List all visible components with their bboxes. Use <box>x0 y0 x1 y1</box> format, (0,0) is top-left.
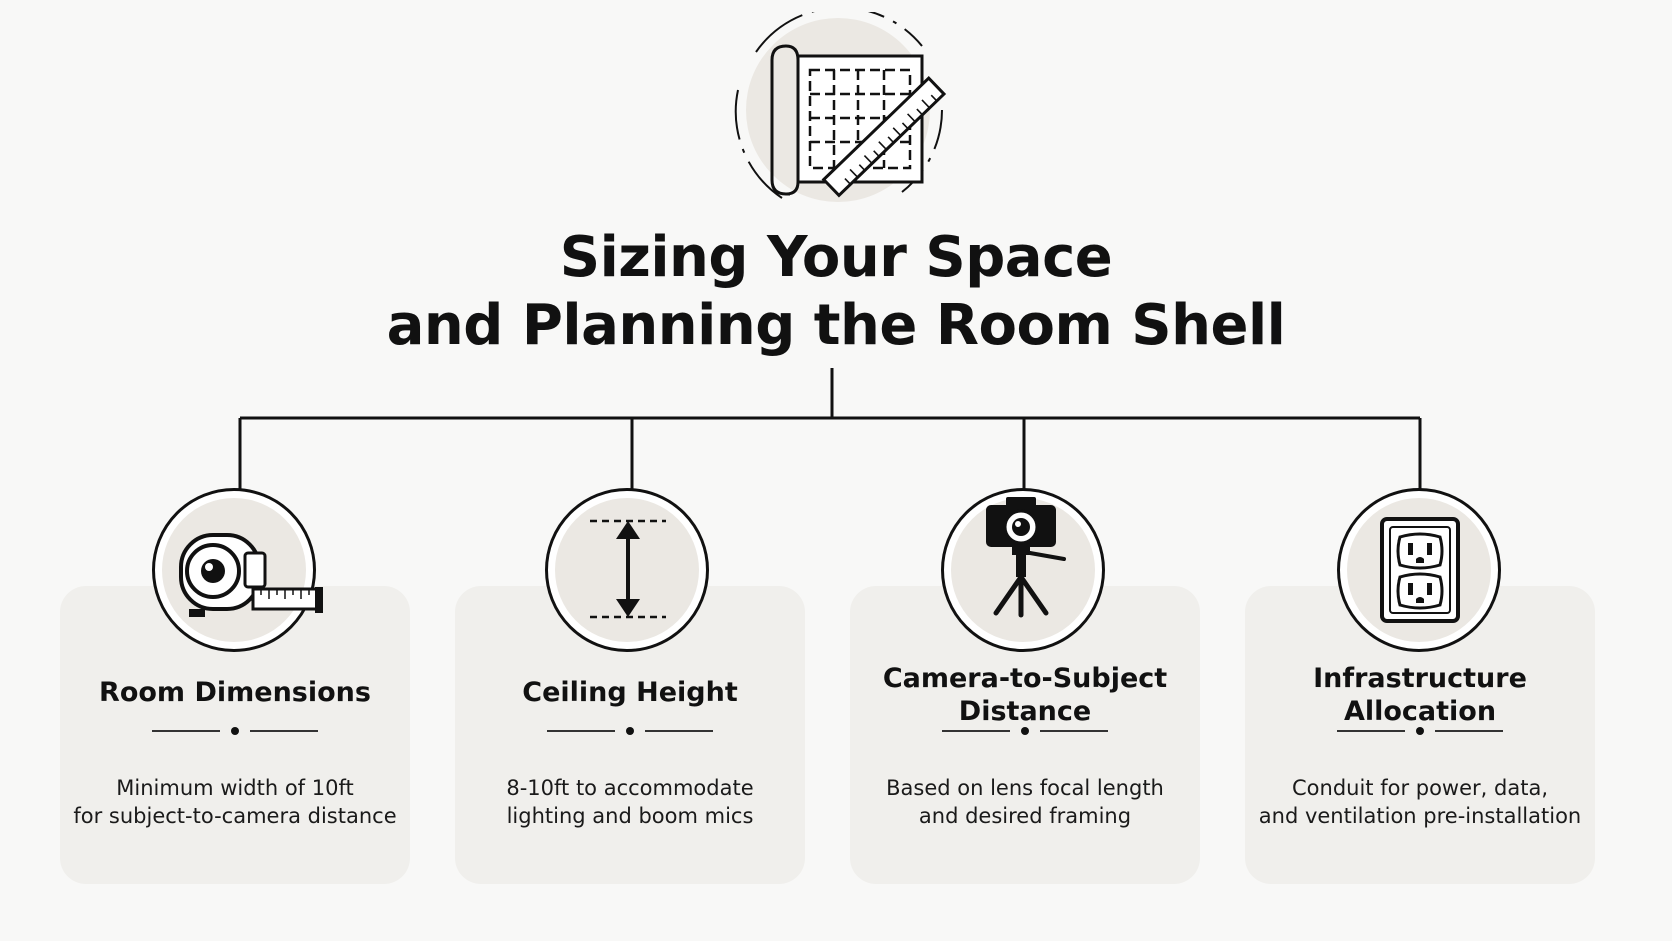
card-description: Minimum width of 10ft for subject-to-cam… <box>60 774 410 830</box>
card-divider <box>60 726 410 736</box>
badge-ceiling-height <box>545 488 709 652</box>
description-line-2: and desired framing <box>918 804 1132 828</box>
card-room-dimensions: Room Dimensions Minimum width of 10ft fo… <box>60 586 410 884</box>
card-title-line-1: Camera-to-Subject <box>882 663 1168 694</box>
height-arrow-icon <box>590 519 666 619</box>
description-line-2: lighting and boom mics <box>506 804 754 828</box>
card-description: Conduit for power, data, and ventilation… <box>1245 774 1595 830</box>
description-line-2: for subject-to-camera distance <box>73 804 397 828</box>
card-title: Room Dimensions <box>99 677 371 708</box>
power-outlet-icon <box>1380 517 1460 623</box>
tape-measure-icon <box>179 533 323 617</box>
badge-infrastructure <box>1337 488 1501 652</box>
description-line-1: Minimum width of 10ft <box>116 776 354 800</box>
card-camera-distance: Camera-to-Subject Distance Based on lens… <box>850 586 1200 884</box>
card-title: Ceiling Height <box>522 677 738 708</box>
badge-camera-distance <box>941 488 1105 652</box>
description-line-2: and ventilation pre-installation <box>1258 804 1582 828</box>
card-divider <box>850 726 1200 736</box>
description-line-1: Based on lens focal length <box>886 776 1164 800</box>
card-title-line-1: Infrastructure <box>1313 663 1527 694</box>
description-line-1: Conduit for power, data, <box>1292 776 1548 800</box>
card-description: Based on lens focal length and desired f… <box>850 774 1200 830</box>
page-title-line-1: Sizing Your Space <box>559 225 1113 290</box>
card-title: Camera-to-Subject Distance <box>850 662 1200 728</box>
badge-room-dimensions <box>152 488 323 652</box>
page-title-line-2: and Planning the Room Shell <box>386 293 1286 358</box>
camera-tripod-icon <box>986 497 1066 618</box>
card-divider <box>1245 726 1595 736</box>
card-description: 8-10ft to accommodate lighting and boom … <box>455 774 805 830</box>
card-divider <box>455 726 805 736</box>
blueprint-with-ruler-icon <box>712 6 962 208</box>
card-title-line-2: Allocation <box>1343 696 1497 727</box>
card-title-line-2: Distance <box>958 696 1092 727</box>
card-title: Infrastructure Allocation <box>1245 662 1595 728</box>
description-line-1: 8-10ft to accommodate <box>506 776 754 800</box>
